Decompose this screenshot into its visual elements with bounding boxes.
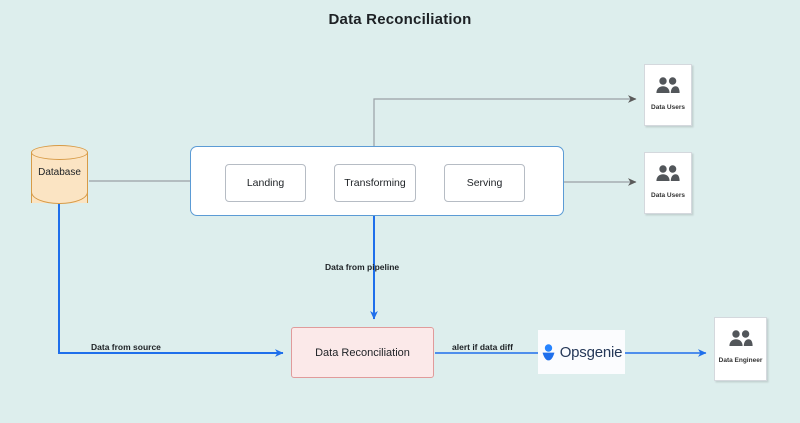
actor-data-engineer[interactable]: Data Engineer <box>714 317 767 381</box>
actor-label: Data Users <box>651 104 685 111</box>
edge-database-to-reconciliation <box>58 204 284 357</box>
users-icon <box>655 77 681 99</box>
users-icon <box>655 165 681 187</box>
actor-label: Data Users <box>651 192 685 199</box>
pipeline-stage-transforming[interactable]: Transforming <box>334 164 416 202</box>
page-title: Data Reconciliation <box>328 11 472 28</box>
database-node[interactable]: Database <box>31 145 88 210</box>
opsgenie-node[interactable]: Opsgenie <box>538 330 625 374</box>
edge-transforming-to-data-users-top <box>373 95 637 164</box>
pipeline-stage-serving[interactable]: Serving <box>444 164 525 202</box>
edge-label-data-from-source: Data from source <box>91 342 161 352</box>
users-icon <box>728 330 754 352</box>
data-reconciliation-node[interactable]: Data Reconciliation <box>291 327 434 378</box>
actor-label: Data Engineer <box>718 357 763 364</box>
actor-data-users-top[interactable]: Data Users <box>644 64 692 126</box>
actor-data-users-mid[interactable]: Data Users <box>644 152 692 214</box>
database-label: Database <box>38 167 81 178</box>
pipeline-stage-landing[interactable]: Landing <box>225 164 306 202</box>
edge-label-alert-if-data-diff: alert if data diff <box>452 342 513 352</box>
opsgenie-label: Opsgenie <box>559 343 623 361</box>
edge-label-data-from-pipeline: Data from pipeline <box>325 262 400 272</box>
opsgenie-icon <box>541 343 556 361</box>
database-cylinder-top <box>31 145 88 160</box>
